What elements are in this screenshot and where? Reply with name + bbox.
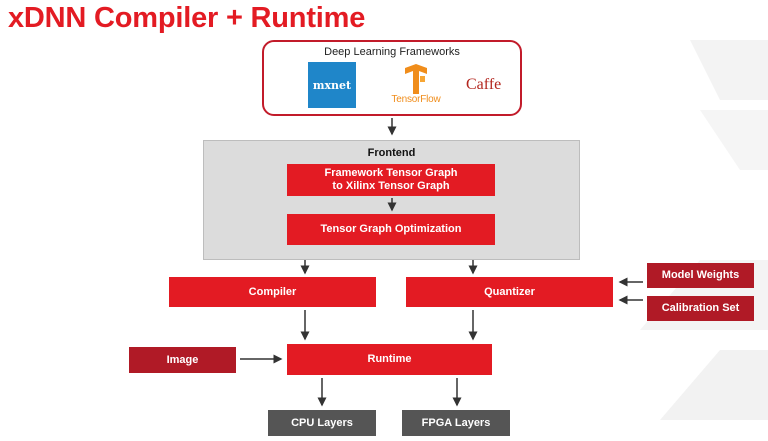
calibration-set-box: Calibration Set: [647, 296, 754, 321]
caffe-logo: Caffe: [466, 76, 502, 93]
image-box: Image: [129, 347, 236, 373]
frameworks-label: Deep Learning Frameworks: [324, 46, 460, 58]
compiler-box: Compiler: [169, 277, 376, 307]
quantizer-box: Quantizer: [406, 277, 613, 307]
framework-to-xilinx-graph-step: Framework Tensor Graph to Xilinx Tensor …: [287, 164, 495, 196]
frameworks-box: Deep Learning Frameworks mxnet TensorFlo…: [262, 40, 522, 116]
tensorflow-icon: [405, 64, 427, 94]
step1-line1: Framework Tensor Graph: [324, 167, 458, 179]
mxnet-logo: mxnet: [308, 62, 356, 108]
runtime-box: Runtime: [287, 344, 492, 375]
cpu-layers-box: CPU Layers: [268, 410, 376, 436]
tensor-graph-optimization-step: Tensor Graph Optimization: [287, 214, 495, 245]
frontend-label: Frontend: [367, 147, 416, 159]
model-weights-box: Model Weights: [647, 263, 754, 288]
fpga-layers-box: FPGA Layers: [402, 410, 510, 436]
page-title: xDNN Compiler + Runtime: [8, 2, 366, 34]
step1-line2: to Xilinx Tensor Graph: [332, 180, 450, 192]
tensorflow-logo: TensorFlow: [386, 64, 446, 108]
tensorflow-wordmark: TensorFlow: [391, 94, 441, 105]
